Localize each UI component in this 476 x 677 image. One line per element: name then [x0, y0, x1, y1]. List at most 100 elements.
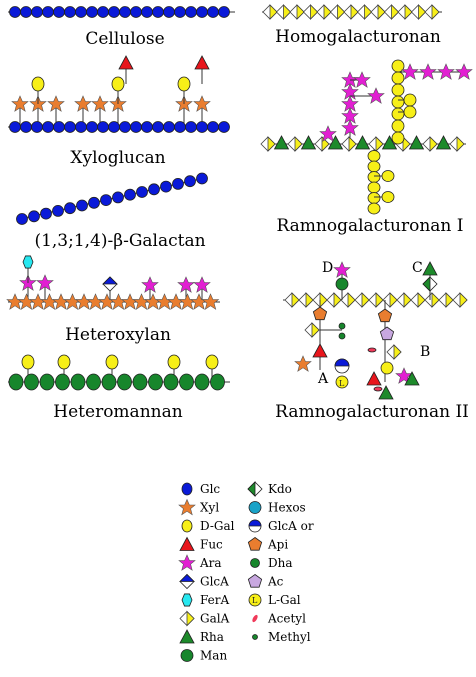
rha-residue: [300, 135, 317, 150]
gala-residue: [368, 292, 384, 308]
left-label: Glc: [200, 482, 220, 496]
homogalacturonan-gala-chain: [262, 4, 440, 20]
xyl-residue: [294, 355, 312, 372]
glc-residue: [53, 121, 65, 133]
gal-residue: [403, 93, 417, 107]
rg2-label-d: D: [322, 260, 333, 276]
gala-residue: [368, 136, 384, 152]
gala-residue: [298, 292, 314, 308]
right-label: Methyl: [268, 630, 311, 644]
glc-residue: [9, 6, 21, 18]
hexagon-cyan-icon: [181, 593, 193, 607]
gal-residue: [136, 186, 148, 198]
left-label: GalA: [200, 612, 230, 626]
gala-residue: [287, 136, 303, 152]
lgal-residue: [335, 375, 349, 389]
rg2-label-c: C: [412, 260, 423, 276]
ramnogalacturonan-i-residues: [260, 59, 473, 215]
man-residue: [148, 373, 163, 391]
rha-residue: [404, 371, 420, 386]
gal-residue: [21, 354, 35, 370]
glc-residue: [218, 6, 230, 18]
gala-residue: [341, 136, 357, 152]
ramnogalacturonan-i-structure: Ramnogalacturonan I: [260, 59, 473, 236]
gal-residue: [52, 204, 64, 217]
glc-residue: [97, 6, 109, 18]
gala-residue: [330, 4, 345, 20]
diamond-yellow-icon: [179, 611, 195, 626]
rha-residue: [422, 261, 438, 276]
heteromannan-title: Heteromannan: [53, 402, 182, 422]
fuc-residue: [118, 55, 134, 70]
rg2-label-a: A: [317, 371, 329, 387]
glc-residue: [75, 121, 87, 133]
circle-lgal-icon: [248, 593, 262, 607]
gala-residue: [411, 4, 426, 20]
glc-residue: [86, 121, 98, 133]
gal-residue: [367, 192, 381, 204]
ara-residue: [401, 63, 419, 80]
glc-residue: [119, 6, 131, 18]
circle-yellow-icon: [181, 519, 193, 533]
gala-residue: [354, 292, 370, 308]
glc-residue: [64, 121, 76, 133]
gala-residue: [260, 136, 276, 152]
gala-residue: [438, 292, 454, 308]
glc-residue: [141, 121, 153, 133]
glc-residue: [174, 6, 186, 18]
ramnogalacturonan-i-title: Ramnogalacturonan I: [276, 216, 463, 236]
gala-residue: [289, 4, 305, 20]
glc-residue: [218, 121, 230, 133]
man-residue: [194, 373, 210, 391]
glc-residue: [42, 6, 54, 18]
gal-residue: [16, 213, 28, 225]
gal-residue: [111, 76, 125, 92]
glc-residue: [42, 121, 54, 133]
glc-residue: [141, 6, 153, 18]
rha-residue: [378, 385, 394, 400]
dot-green-icon: [250, 558, 260, 568]
left-label: Xyl: [200, 501, 219, 515]
triangle-green-icon: [179, 629, 195, 644]
right-label: Api: [267, 538, 288, 552]
xyloglucan-glc-chain: [9, 121, 230, 133]
glc-residue: [108, 121, 120, 133]
star-magenta-icon: [178, 554, 196, 571]
gal-residue: [403, 105, 417, 119]
man-residue: [132, 373, 148, 391]
ramnogalacturonan-ii-residues: L: [284, 261, 468, 400]
cellulose-structure: Cellulose: [8, 6, 235, 49]
acetyl-residue: [367, 347, 377, 353]
dha-residue: [335, 277, 349, 291]
man-residue: [163, 373, 179, 391]
left-label: Man: [200, 649, 227, 663]
gal-residue: [367, 150, 381, 162]
glc-residue: [163, 121, 175, 133]
gala-residue: [449, 136, 465, 152]
gala-residue: [284, 292, 300, 308]
gal-residue: [381, 170, 395, 182]
gal-residue: [391, 59, 405, 73]
glc-residue: [53, 6, 65, 18]
gala-residue: [384, 4, 399, 20]
gal-residue: [367, 160, 381, 173]
left-label: FerA: [200, 593, 230, 607]
gala-residue: [326, 292, 342, 308]
glc-residue: [86, 6, 98, 18]
glc-residue: [130, 121, 142, 133]
api-residue: [312, 306, 328, 321]
gal-residue: [105, 354, 119, 370]
glc-residue: [119, 121, 131, 133]
heteroxylan-side-chains: [19, 255, 211, 302]
right-label: Acetyl: [267, 612, 306, 626]
gal-residue: [184, 175, 196, 188]
right-label: Dha: [268, 556, 293, 570]
glc-residue: [75, 6, 87, 18]
left-label: Rha: [200, 630, 224, 644]
gal-residue: [367, 181, 381, 194]
circle-green-icon: [180, 649, 194, 662]
heteromannan-man-chain: [8, 373, 225, 391]
